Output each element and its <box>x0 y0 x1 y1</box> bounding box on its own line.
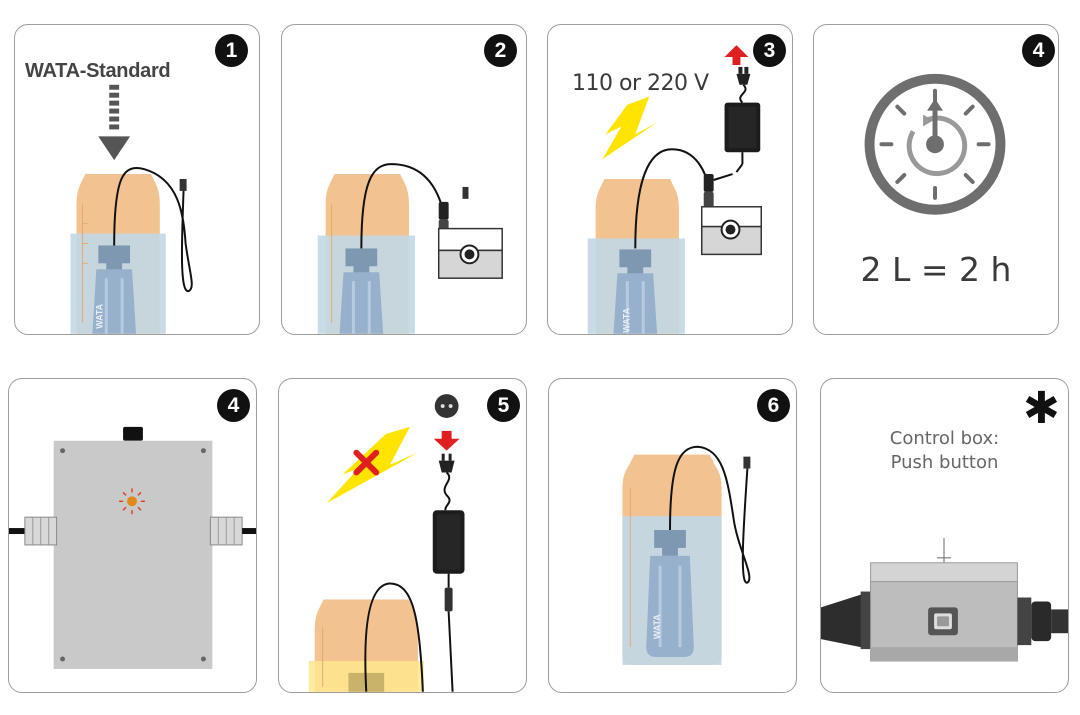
panel-step-5: 5 <box>278 378 527 693</box>
panel-step-1: WATA WATA-Standard 1 <box>14 24 260 335</box>
cable-icon <box>113 167 193 293</box>
plug-icon <box>179 179 187 191</box>
step-badge: 6 <box>757 389 790 422</box>
control-box-led-illustration <box>9 426 256 669</box>
panel-step-3: WATA 110 or 220 V 3 <box>547 24 793 335</box>
bottle-icon: WATA <box>70 174 166 334</box>
panel-step-2: 2 <box>281 24 527 335</box>
step-badge: 5 <box>487 389 520 422</box>
bottle-icon <box>317 174 415 334</box>
bottle-done-illustration: WATA <box>622 445 751 665</box>
bottle-brand-text: WATA <box>94 303 104 328</box>
cable-icon <box>364 582 424 692</box>
duration-label: 2 L = 2 h <box>860 250 1012 289</box>
step-badge: 1 <box>215 34 248 67</box>
timer-icon <box>864 73 1006 215</box>
asterisk-badge: ✱ <box>1023 383 1060 434</box>
voltage-label: 110 or 220 V <box>572 71 709 96</box>
down-arrow-dashed-icon <box>98 84 131 161</box>
cable-icon <box>634 148 710 249</box>
control-box-label-line2: Push button <box>890 452 999 473</box>
cross-icon <box>353 449 380 476</box>
step-badge: 2 <box>484 34 517 67</box>
control-box-label: Control box: Push button <box>821 427 1068 475</box>
bottle-illustration: WATA <box>70 84 193 334</box>
push-button-icon <box>928 607 958 636</box>
socket-icon <box>434 394 459 418</box>
step-badge: 4 <box>217 389 250 422</box>
plug-icon <box>743 456 751 469</box>
cable-icon <box>669 445 751 584</box>
connect-illustration <box>317 163 503 334</box>
bottle-brand-text: WATA <box>652 614 662 639</box>
cable-icon <box>360 163 444 249</box>
panel-control-box-info: Control box: Push button ✱ <box>820 378 1069 693</box>
panel-step-6: WATA 6 <box>548 378 797 693</box>
plug-icon <box>438 201 449 220</box>
control-box-icon <box>437 227 503 279</box>
bottle-icon: WATA <box>622 454 722 665</box>
power-adapter-icon <box>432 453 465 692</box>
panel-step-4-led: 4 <box>8 378 257 693</box>
down-arrow-icon <box>433 430 460 451</box>
bottle-brand-text: WATA <box>621 307 631 332</box>
step-badge: 4 <box>1022 34 1055 67</box>
plug-icon <box>703 174 714 192</box>
up-arrow-icon <box>724 45 749 65</box>
control-box-icon <box>700 206 762 256</box>
control-box-label-line1: Control box: <box>889 428 1000 449</box>
power-adapter-icon <box>724 66 761 173</box>
lightning-icon <box>602 96 658 160</box>
wata-standard-label: WATA-Standard <box>25 60 171 82</box>
push-button-illustration <box>821 537 1068 662</box>
power-illustration: WATA <box>587 45 762 334</box>
bottle-icon: WATA <box>587 179 685 334</box>
step-badge: 3 <box>753 34 786 67</box>
unplug-illustration <box>308 394 465 692</box>
led-icon <box>119 488 145 515</box>
panel-step-4-timer: 2 L = 2 h 4 <box>813 24 1059 335</box>
